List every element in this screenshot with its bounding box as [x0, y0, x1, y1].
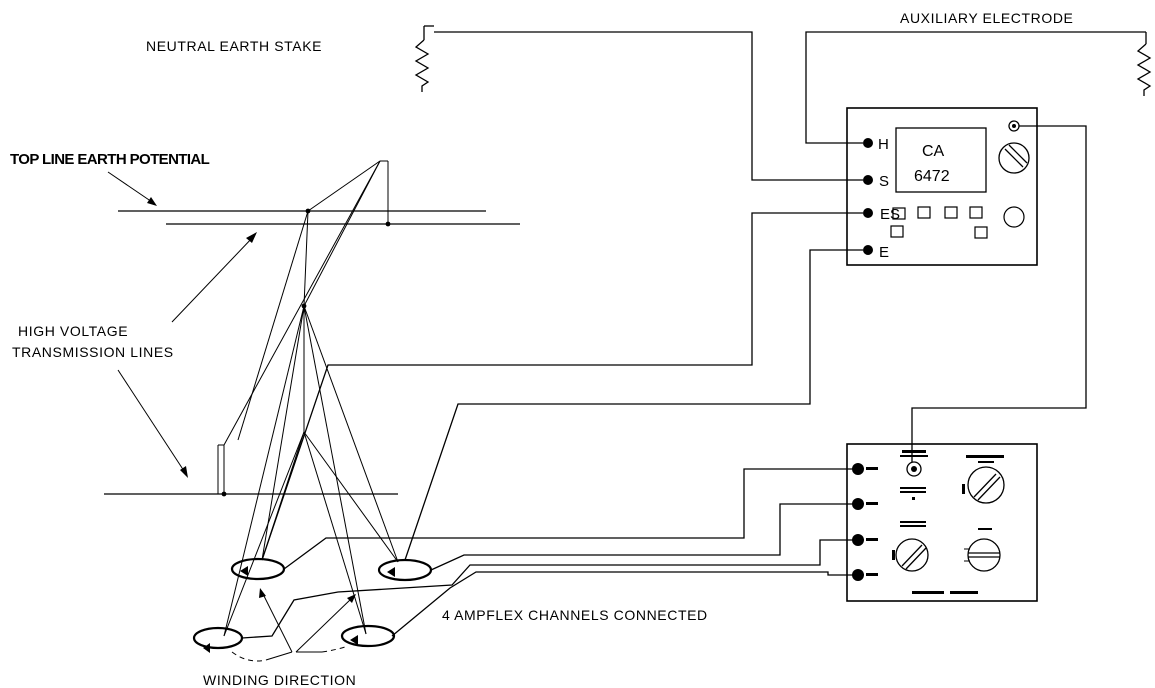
hv-arrow-upper: [171, 232, 257, 323]
adapter-input-posts: [852, 463, 864, 581]
ampflex-connected-label: 4 AMPFLEX CHANNELS CONNECTED: [442, 607, 708, 623]
neutral-earth-stake-label: NEUTRAL EARTH STAKE: [146, 38, 322, 54]
adapter-knob-upper: [967, 466, 1005, 504]
terminal-posts: [863, 138, 873, 255]
adapter-tiny-print: [866, 450, 1004, 594]
terminal-h-label: H: [878, 136, 889, 153]
ampflex-adapter-panel: [846, 443, 1038, 602]
range-knob: [998, 142, 1030, 174]
adapter-knob-lower: [895, 538, 929, 572]
ampflex-loop-3: [192, 626, 244, 653]
ampflex-leads: [241, 468, 852, 639]
terminal-e-label: E: [879, 244, 889, 261]
tower-structure: [217, 160, 399, 637]
top-line-arrow: [107, 171, 157, 206]
auxiliary-electrode: [1136, 32, 1152, 96]
terminal-s-label: S: [879, 173, 889, 190]
terminal-es-label: ES: [880, 206, 900, 223]
tester-buttons: [890, 206, 1025, 239]
neutral-earth-stake: [414, 25, 434, 92]
tester-display: [895, 127, 987, 193]
hv-arrow-lower: [117, 369, 188, 478]
test-leads: [261, 31, 1146, 561]
adapter-switch: [964, 538, 1001, 572]
hv-label-line2: TRANSMISSION LINES: [12, 344, 174, 360]
display-text-model-prefix: CA: [922, 143, 945, 160]
ampflex-loop-2: [377, 558, 433, 582]
hv-label-line1: HIGH VOLTAGE: [18, 323, 128, 339]
top-line-earth-potential-label: TOP LINE EARTH POTENTIAL: [10, 151, 210, 168]
winding-direction-label: WINDING DIRECTION: [203, 672, 356, 688]
winding-direction-arrows: [231, 588, 356, 662]
ampflex-loop-4: [340, 624, 396, 648]
display-text-model-number: 6472: [914, 168, 950, 185]
auxiliary-electrode-label: AUXILIARY ELECTRODE: [900, 10, 1074, 26]
ground-tester-panel: [846, 107, 1038, 266]
